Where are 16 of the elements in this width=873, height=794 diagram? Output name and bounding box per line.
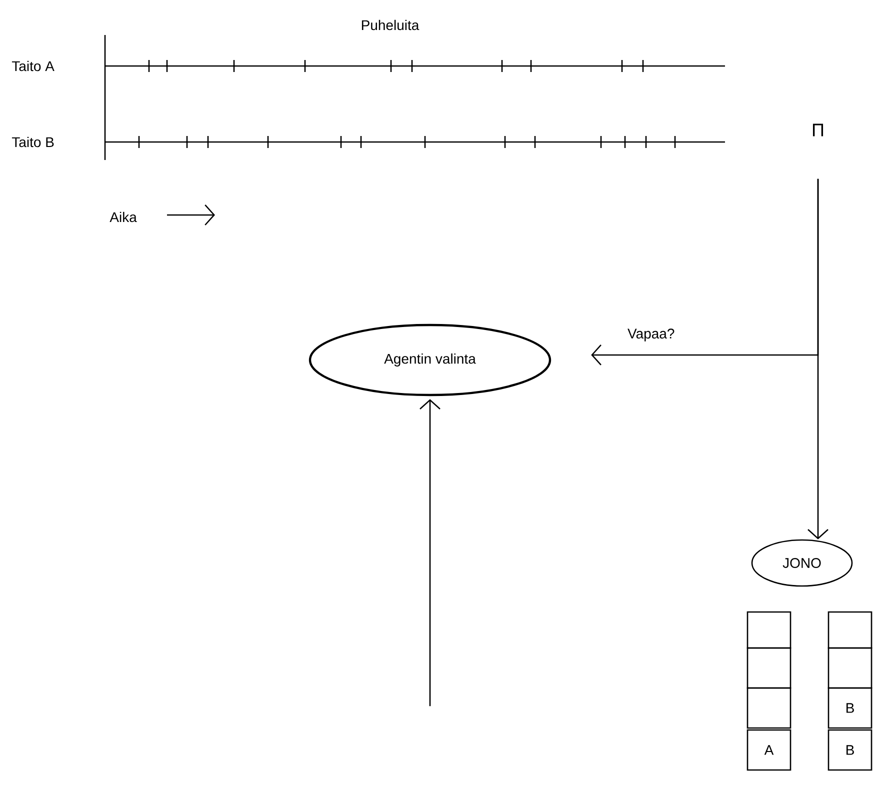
pi-symbol: Π	[812, 124, 824, 136]
queue-cell: A	[746, 729, 792, 771]
label: Taito B	[12, 136, 54, 148]
queue-cell	[828, 647, 872, 689]
queue-cell	[828, 611, 872, 649]
label: Aika	[110, 212, 137, 222]
queue-cell	[746, 611, 792, 649]
queue-cell: B	[828, 729, 872, 771]
queue-cell	[746, 647, 792, 689]
label: Taito A	[12, 60, 54, 72]
queue-cell: B	[828, 687, 872, 729]
edge-label: Vapaa?	[626, 328, 676, 342]
arrow	[420, 399, 440, 706]
queue-cell	[746, 687, 792, 729]
arrow	[808, 178, 828, 540]
label: Puheluita	[362, 20, 420, 30]
